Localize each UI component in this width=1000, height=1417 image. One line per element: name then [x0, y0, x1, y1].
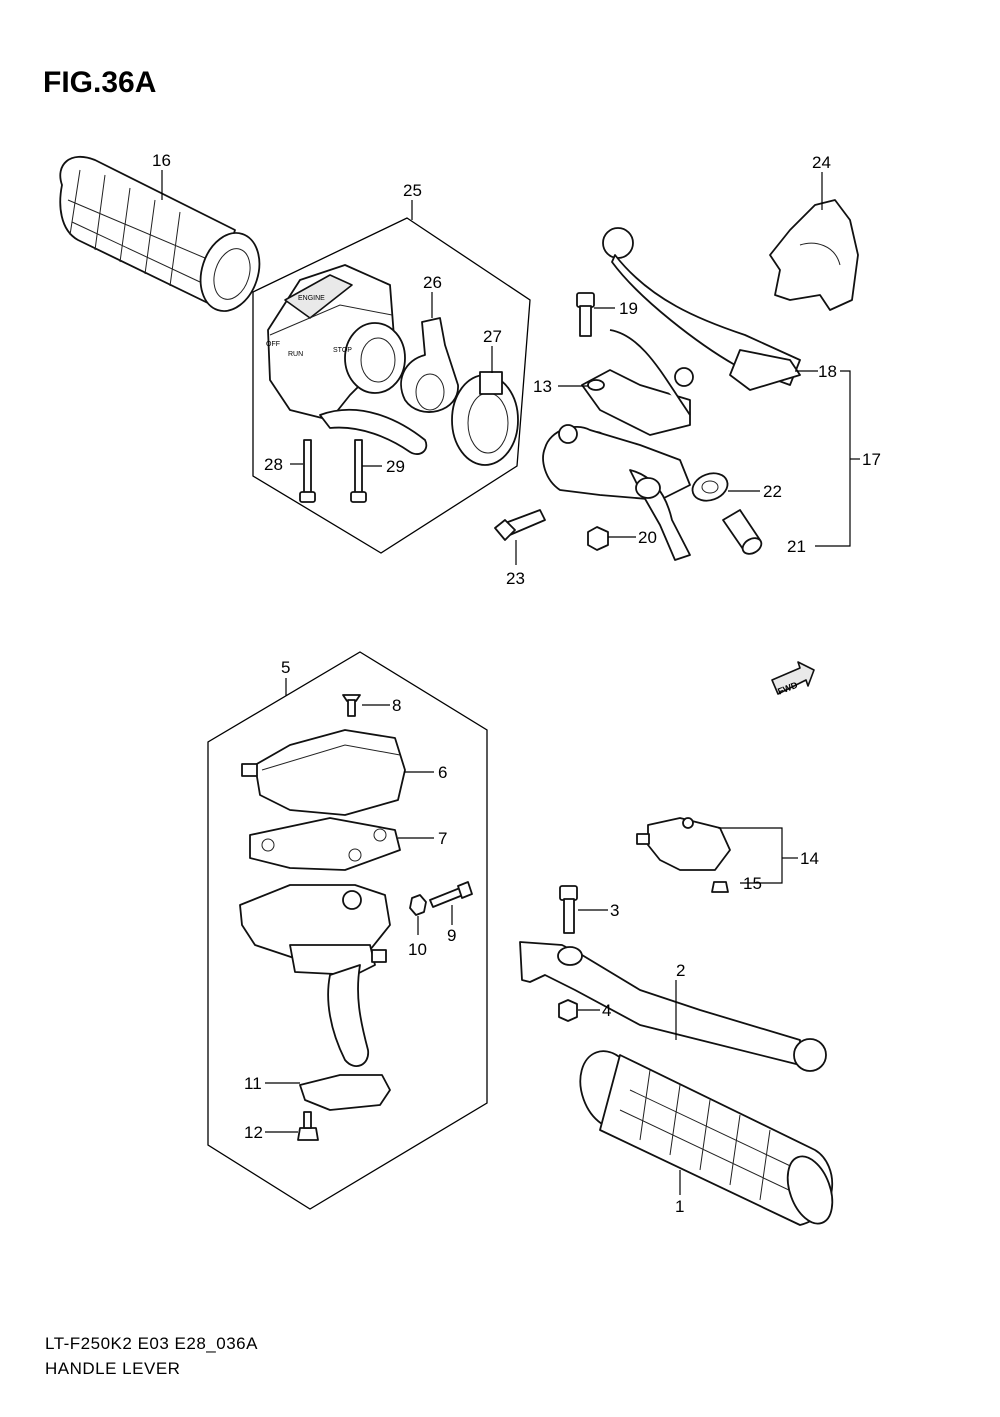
- lever-2-icon: [519, 941, 827, 1072]
- bolt-23-icon: [494, 509, 546, 541]
- callout-19: 19: [619, 299, 638, 318]
- callout-10: 10: [408, 940, 427, 959]
- callout-11: 11: [244, 1074, 262, 1093]
- callout-12: 12: [244, 1123, 263, 1142]
- callout-17: 17: [862, 450, 881, 469]
- lever-bracket-icon: [542, 424, 691, 561]
- fwd-arrow-icon: FWD: [771, 661, 815, 697]
- callout-16: 16: [152, 151, 171, 170]
- switch-housing-icon: ENGINE STOP OFF RUN: [266, 264, 428, 455]
- off-marking: OFF: [266, 341, 280, 348]
- run-marking: RUN: [288, 351, 303, 358]
- callout-20: 20: [638, 528, 657, 547]
- bolt-12-icon: [297, 1111, 319, 1141]
- leader-lines: [161, 170, 860, 1195]
- callout-8: 8: [392, 696, 401, 715]
- callout-23: 23: [506, 569, 525, 588]
- callout-1: 1: [675, 1197, 684, 1216]
- diaphragm-icon: [249, 817, 401, 871]
- screw-15-icon: [711, 881, 729, 893]
- callout-6: 6: [438, 763, 447, 782]
- lever-cover-icon: [769, 199, 859, 311]
- diagram-code: LT-F250K2 E03 E28_036A: [45, 1334, 258, 1353]
- callout-26: 26: [423, 273, 442, 292]
- callout-4: 4: [602, 1001, 611, 1020]
- callout-13: 13: [533, 377, 552, 396]
- clamp-11-icon: [299, 1074, 391, 1111]
- screw-29-icon: [350, 439, 367, 503]
- stop-marking: STOP: [333, 347, 352, 354]
- callout-3: 3: [610, 901, 619, 920]
- figure-title: FIG.36A: [43, 66, 156, 99]
- throttle-sleeve-icon: [400, 317, 459, 413]
- brake-switch-icon: [636, 817, 731, 871]
- screw-28-icon: [299, 439, 316, 503]
- callout-29: 29: [386, 457, 405, 476]
- callout-14: 14: [800, 849, 819, 868]
- locknut-22-icon: [691, 472, 729, 502]
- reservoir-cap-icon: [241, 729, 406, 816]
- callout-24: 24: [812, 153, 831, 172]
- nut-4-icon: [558, 999, 578, 1022]
- bolt-3-icon: [559, 885, 578, 934]
- callout-27: 27: [483, 327, 502, 346]
- bolt-9-icon: [429, 881, 473, 908]
- callout-7: 7: [438, 829, 447, 848]
- nut-20-icon: [587, 526, 609, 551]
- diagram-title: HANDLE LEVER: [45, 1359, 180, 1378]
- callout-22: 22: [763, 482, 782, 501]
- callout-5: 5: [281, 658, 290, 677]
- callout-21: 21: [787, 537, 806, 556]
- callout-9: 9: [447, 926, 456, 945]
- callout-18: 18: [818, 362, 837, 381]
- grip-right-icon: [579, 1050, 834, 1226]
- brake-lever-upper-icon: [602, 227, 801, 391]
- lever-holder-icon: [581, 329, 694, 443]
- callout-28: 28: [264, 455, 283, 474]
- master-cylinder-icon: [239, 884, 391, 1067]
- callout-2: 2: [676, 961, 685, 980]
- housing-ring-icon: [451, 371, 519, 466]
- switch-assy-box: [252, 217, 531, 554]
- engine-marking: ENGINE: [298, 295, 325, 302]
- adjuster-21-icon: [722, 509, 763, 555]
- screw-8-icon: [342, 694, 361, 717]
- callout-15: 15: [743, 874, 762, 893]
- grip-left-icon: [59, 155, 261, 312]
- callout-25: 25: [403, 181, 422, 200]
- bolt-19-icon: [576, 292, 595, 337]
- nut-10-icon: [409, 894, 427, 916]
- master-cylinder-box: [207, 651, 488, 1210]
